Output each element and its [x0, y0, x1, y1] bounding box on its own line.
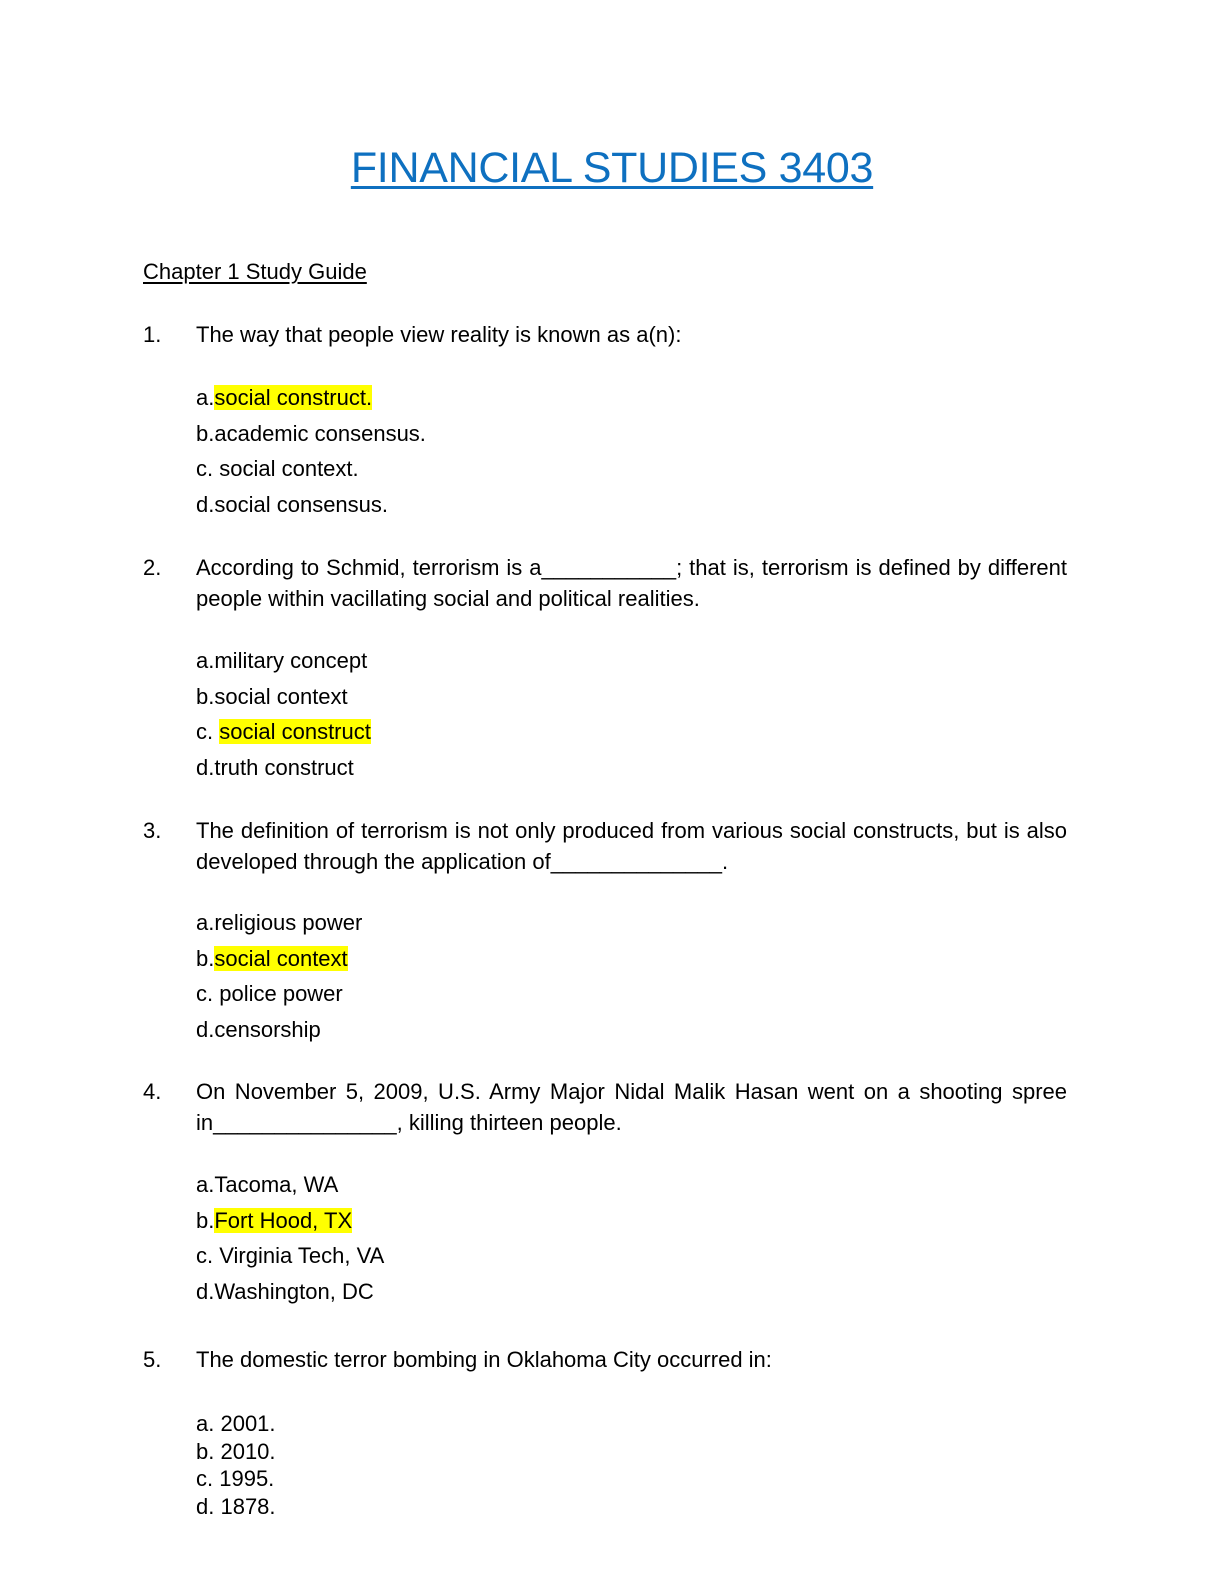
- option-text: 2001.: [220, 1411, 276, 1436]
- answer-option-b: b.Fort Hood, TX: [196, 1203, 384, 1239]
- option-letter: d.: [196, 491, 215, 517]
- option-letter: d.: [196, 1016, 215, 1042]
- option-text: 2010.: [220, 1438, 276, 1464]
- option-letter: c.: [196, 719, 220, 744]
- option-letter: c.: [196, 1466, 220, 1491]
- question-number: 1.: [143, 322, 162, 347]
- answer-option-b: b.academic consensus.: [196, 416, 426, 452]
- answer-option-a: a.military concept: [196, 643, 371, 679]
- question-text: According to Schmid, terrorism is a_____…: [196, 555, 1067, 611]
- answer-option-a: a.religious power: [196, 905, 362, 941]
- option-text: censorship: [214, 1016, 321, 1042]
- question-number: 3.: [143, 818, 162, 843]
- option-letter: b.: [196, 945, 215, 971]
- option-letter: c.: [196, 456, 220, 481]
- option-letter: a.: [196, 648, 215, 673]
- option-letter: a.: [196, 385, 215, 410]
- answer-options: a.military concept b.social context c. s…: [196, 643, 371, 785]
- option-text: 1878.: [220, 1493, 276, 1519]
- answer-option-d: d.Washington, DC: [196, 1274, 384, 1310]
- answer-options: a. 2001. b. 2010. c. 1995. d. 1878.: [196, 1410, 276, 1520]
- option-letter: a.: [196, 1172, 215, 1197]
- option-text: military concept: [214, 648, 368, 673]
- question-number: 2.: [143, 555, 162, 580]
- document-subtitle: Chapter 1 Study Guide: [143, 259, 367, 284]
- document-title: FINANCIAL STUDIES 3403: [350, 144, 874, 192]
- option-letter: b.: [196, 1438, 221, 1464]
- option-text: Virginia Tech, VA: [219, 1243, 385, 1268]
- option-text: police power: [219, 981, 343, 1006]
- option-text: Tacoma, WA: [214, 1172, 339, 1197]
- question-text: On November 5, 2009, U.S. Army Major Nid…: [196, 1079, 1067, 1135]
- option-text: 1995.: [219, 1466, 275, 1491]
- answer-options: a.Tacoma, WA b.Fort Hood, TX c. Virginia…: [196, 1167, 384, 1309]
- option-text: social consensus.: [214, 491, 389, 517]
- option-text: religious power: [214, 910, 363, 935]
- option-letter: a.: [196, 910, 215, 935]
- option-text-highlighted: social construct.: [214, 385, 373, 410]
- answer-option-c: c. 1995.: [196, 1465, 276, 1493]
- option-text: social context: [214, 683, 348, 709]
- answer-option-d: d.truth construct: [196, 750, 371, 786]
- option-letter: b.: [196, 420, 215, 446]
- option-letter: d.: [196, 1493, 221, 1519]
- option-letter: d.: [196, 1278, 215, 1304]
- answer-option-c: c. social context.: [196, 451, 426, 487]
- answer-options: a.religious power b.social context c. po…: [196, 905, 362, 1047]
- answer-option-c: c. police power: [196, 976, 362, 1012]
- option-text: truth construct: [214, 754, 354, 780]
- option-letter: c.: [196, 981, 220, 1006]
- answer-option-c: c. social construct: [196, 714, 371, 750]
- answer-option-b: b.social context: [196, 679, 371, 715]
- option-letter: b.: [196, 683, 215, 709]
- option-text-highlighted: social construct: [219, 719, 371, 744]
- answer-option-d: d.social consensus.: [196, 487, 426, 523]
- option-text: social context.: [219, 456, 359, 481]
- question-text: The definition of terrorism is not only …: [196, 818, 1067, 874]
- option-letter: b.: [196, 1207, 215, 1233]
- answer-option-b: b. 2010.: [196, 1438, 276, 1466]
- option-text-highlighted: Fort Hood, TX: [214, 1207, 353, 1233]
- answer-option-d: d. 1878.: [196, 1493, 276, 1521]
- answer-options: a.social construct. b.academic consensus…: [196, 380, 426, 522]
- answer-option-a: a.social construct.: [196, 380, 426, 416]
- question-text: The domestic terror bombing in Oklahoma …: [196, 1347, 772, 1372]
- question-number: 4.: [143, 1079, 162, 1104]
- question-number: 5.: [143, 1347, 162, 1372]
- question-text: The way that people view reality is know…: [196, 322, 682, 347]
- option-text: Washington, DC: [214, 1278, 374, 1304]
- answer-option-a: a.Tacoma, WA: [196, 1167, 384, 1203]
- answer-option-c: c. Virginia Tech, VA: [196, 1238, 384, 1274]
- answer-option-a: a. 2001.: [196, 1410, 276, 1438]
- option-letter: a.: [196, 1411, 221, 1436]
- option-text: academic consensus.: [214, 420, 426, 446]
- answer-option-d: d.censorship: [196, 1012, 362, 1048]
- option-letter: d.: [196, 754, 215, 780]
- option-text-highlighted: social context: [214, 945, 348, 971]
- answer-option-b: b.social context: [196, 941, 362, 977]
- option-letter: c.: [196, 1243, 220, 1268]
